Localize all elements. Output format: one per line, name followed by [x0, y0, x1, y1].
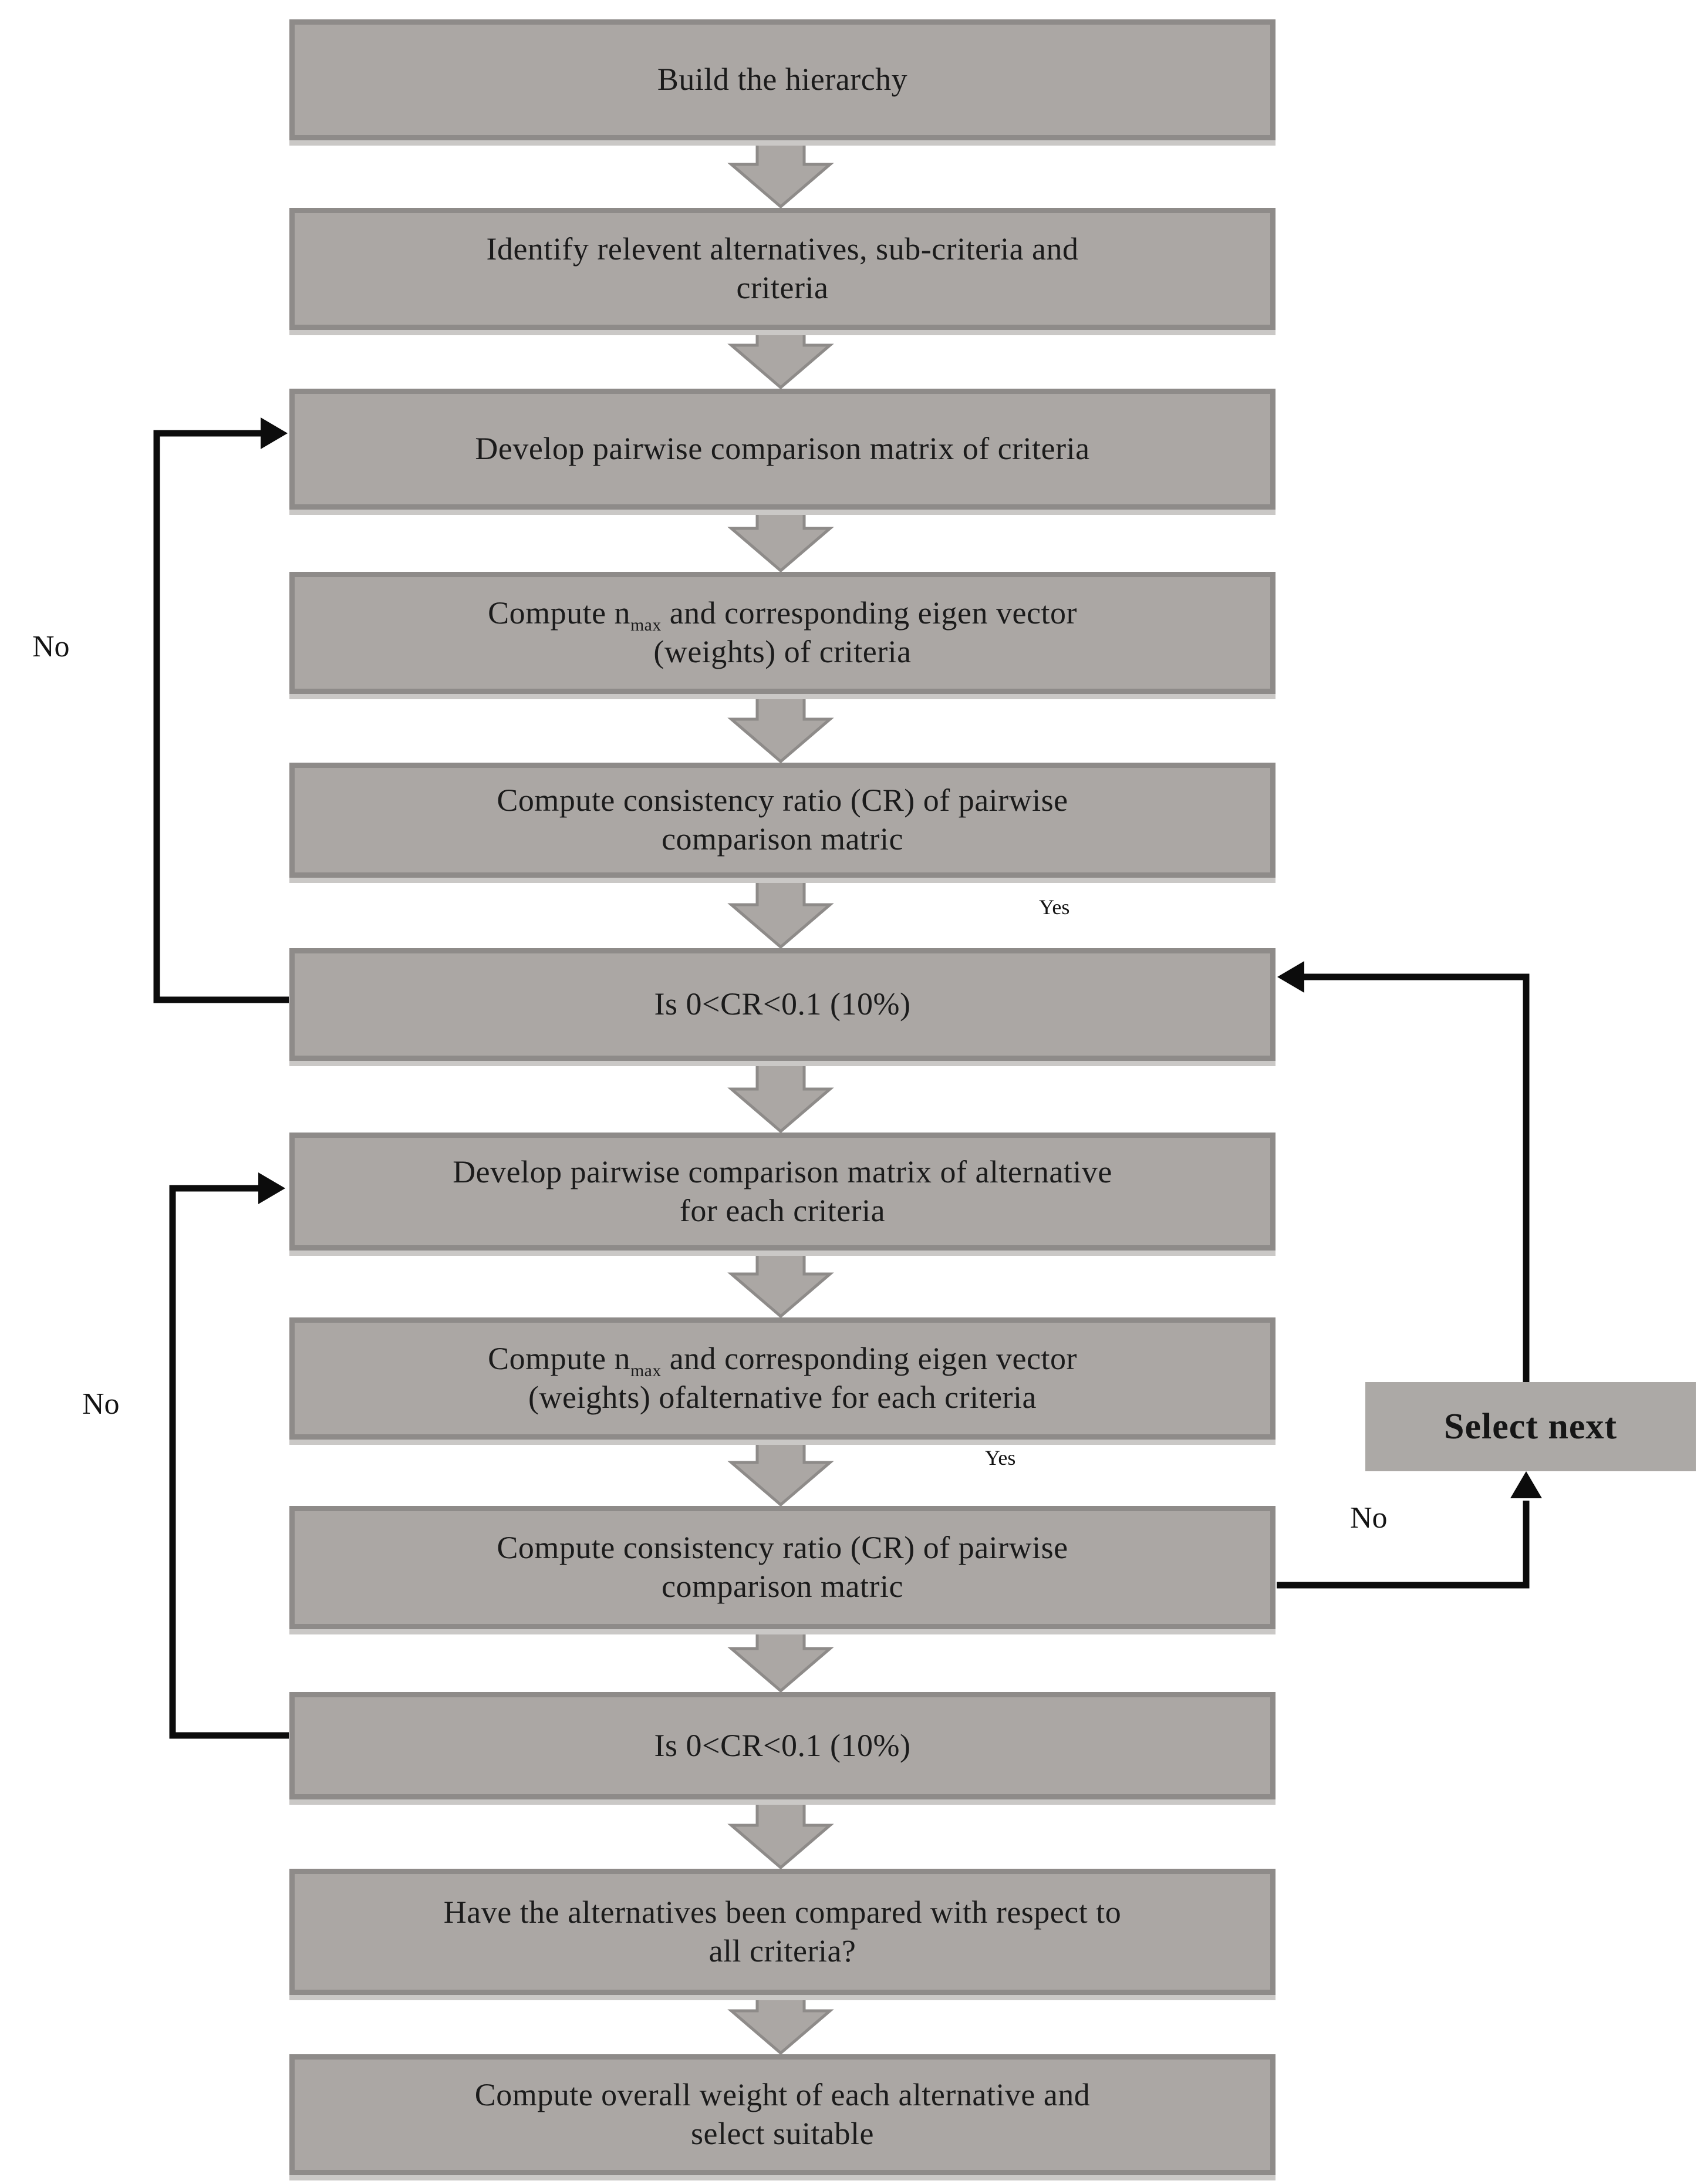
select-next-label: Select next: [1443, 1406, 1618, 1447]
flow-box-label: Compute nmax and corresponding eigen vec…: [488, 1341, 1077, 1415]
flow-arrow-2: [727, 328, 834, 390]
flow-arrow-8: [727, 1438, 834, 1507]
flow-box-label: Compute nmax and corresponding eigen vec…: [488, 595, 1077, 669]
flow-box-compute-nmax-alternative: Compute nmax and corresponding eigen vec…: [289, 1317, 1276, 1440]
flow-box-cr-check-alternative: Is 0<CR<0.1 (10%): [289, 1692, 1276, 1799]
branch-label-no-select-next: No: [1350, 1501, 1388, 1535]
no-loop-line-alternative: [169, 1185, 289, 1739]
flow-arrow-7: [727, 1249, 834, 1319]
no-line-to-select-next: [1277, 1501, 1530, 1589]
flow-box-label: Develop pairwise comparison matrix of cr…: [475, 431, 1090, 467]
flow-box-consistency-ratio-alternative: Compute consistency ratio (CR) of pairwi…: [289, 1506, 1276, 1629]
flow-box-identify-alternatives: Identify relevent alternatives, sub-crit…: [289, 208, 1276, 330]
flow-arrow-1: [727, 139, 834, 209]
branch-label-no-alternative: No: [82, 1387, 120, 1421]
flow-box-label: Is 0<CR<0.1 (10%): [654, 1727, 911, 1763]
flow-arrow-10: [727, 1798, 834, 1870]
branch-label-no-criteria: No: [32, 630, 70, 663]
arrowhead-into-pairwise-alternative: [258, 1172, 285, 1204]
flow-arrow-5: [727, 876, 834, 949]
flow-box-pairwise-matrix-alternative: Develop pairwise comparison matrix of al…: [289, 1133, 1276, 1251]
branch-label-yes-criteria: Yes: [1039, 895, 1070, 919]
arrowhead-into-pairwise-criteria: [261, 417, 288, 449]
arrowhead-into-select-next: [1510, 1471, 1542, 1498]
flow-box-pairwise-matrix-criteria: Develop pairwise comparison matrix of cr…: [289, 389, 1276, 510]
flow-box-select-next: Select next: [1365, 1382, 1696, 1471]
flow-arrow-6: [727, 1059, 834, 1134]
flow-box-label: Compute overall weight of each alternati…: [474, 2077, 1091, 2151]
flow-box-label: Have the alternatives been compared with…: [443, 1894, 1122, 1969]
flow-box-label: Compute consistency ratio (CR) of pairwi…: [497, 1530, 1068, 1604]
arrowhead-into-cr-check: [1277, 961, 1304, 993]
flow-arrow-9: [727, 1627, 834, 1693]
flow-box-label: Build the hierarchy: [657, 62, 908, 97]
flow-box-label: Compute consistency ratio (CR) of pairwi…: [497, 783, 1068, 857]
flow-box-label: Identify relevent alternatives, sub-crit…: [486, 231, 1079, 305]
flow-box-label: Develop pairwise comparison matrix of al…: [453, 1154, 1112, 1228]
flow-box-label: Is 0<CR<0.1 (10%): [654, 986, 911, 1022]
flow-box-consistency-ratio-criteria: Compute consistency ratio (CR) of pairwi…: [289, 763, 1276, 878]
flow-box-cr-check-criteria: Is 0<CR<0.1 (10%): [289, 948, 1276, 1061]
flow-box-all-criteria-compared: Have the alternatives been compared with…: [289, 1869, 1276, 1995]
line-select-next-to-cr-check: [1300, 973, 1530, 1382]
flow-box-build-hierarchy: Build the hierarchy: [289, 19, 1276, 140]
flow-arrow-11: [727, 1993, 834, 2055]
no-loop-line-criteria: [153, 430, 289, 1003]
branch-label-yes-alternative: Yes: [985, 1446, 1016, 1470]
flow-box-compute-nmax-criteria: Compute nmax and corresponding eigen vec…: [289, 572, 1276, 694]
flow-arrow-4: [727, 692, 834, 764]
flow-arrow-3: [727, 508, 834, 573]
flow-box-compute-overall-weight: Compute overall weight of each alternati…: [289, 2054, 1276, 2175]
